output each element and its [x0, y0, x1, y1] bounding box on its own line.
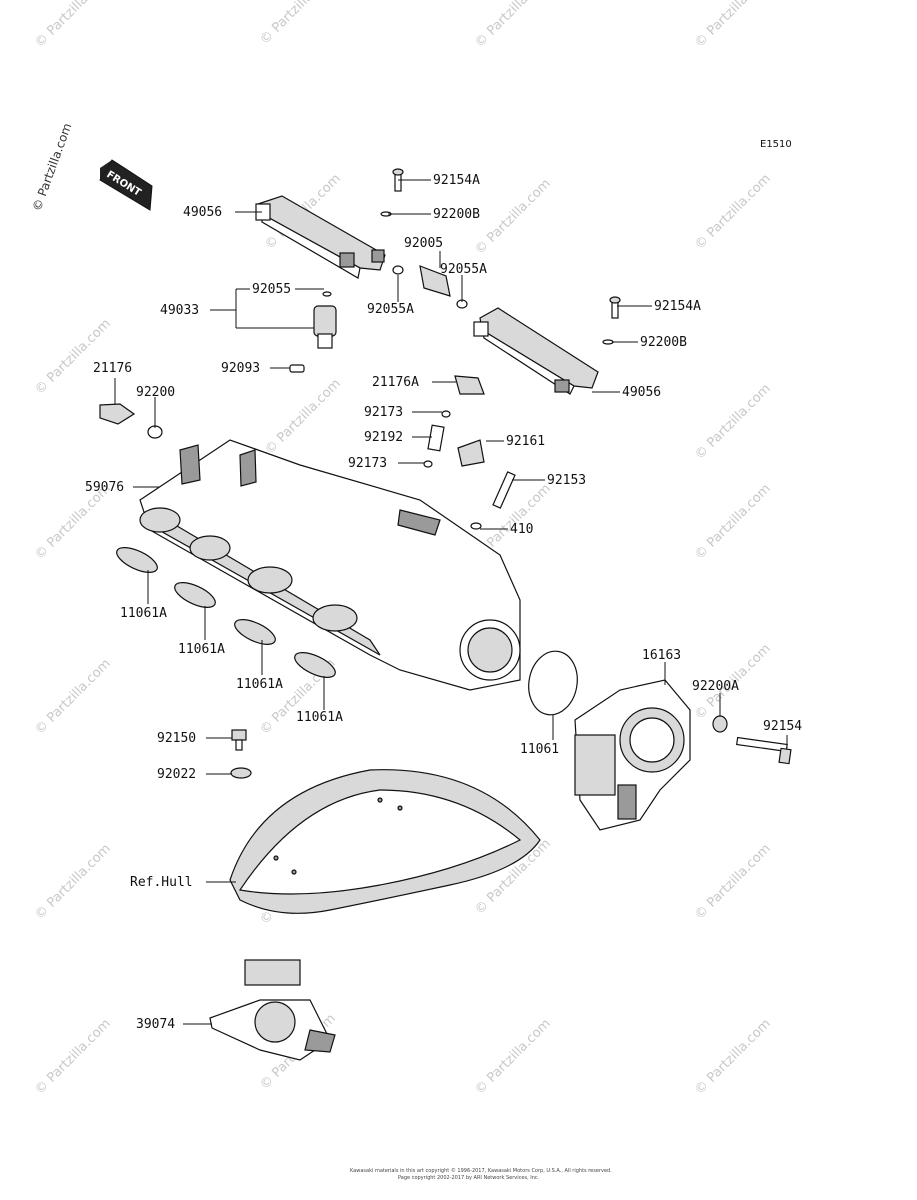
part-label[interactable]: 21176 — [93, 361, 132, 376]
watermark: © Partzilla.com — [692, 381, 774, 463]
watermark: © Partzilla.com — [32, 841, 114, 923]
hull-section — [229, 769, 541, 914]
part-label[interactable]: 39074 — [136, 1017, 175, 1032]
part-label[interactable]: 92200 — [136, 385, 175, 400]
watermark: © Partzilla.com — [32, 0, 114, 51]
part-label[interactable]: 92153 — [547, 473, 586, 488]
part-label[interactable]: 11061 — [520, 742, 559, 757]
part-label[interactable]: 410 — [510, 522, 533, 537]
part-label[interactable]: 92154A — [433, 173, 480, 188]
callout-labels: 92154A 49056 92200B 92005 92055A 92055A … — [85, 173, 802, 1032]
watermark: © Partzilla.com — [32, 656, 114, 738]
sensor-21176 — [99, 403, 163, 439]
part-label[interactable]: 11061A — [296, 710, 343, 725]
watermark: © Partzilla.com — [257, 0, 339, 48]
part-label[interactable]: 92173 — [364, 405, 403, 420]
gaskets-11061A — [116, 547, 336, 678]
part-label[interactable]: 92154A — [654, 299, 701, 314]
bolt-92154 — [736, 736, 792, 765]
watermark: © Partzilla.com — [692, 841, 774, 923]
part-label[interactable]: 92055 — [252, 282, 291, 297]
part-label[interactable]: 92173 — [348, 456, 387, 471]
part-label[interactable]: Ref.Hull — [130, 875, 193, 890]
part-label[interactable]: 21176A — [372, 375, 419, 390]
part-label[interactable]: 11061A — [236, 677, 283, 692]
part-label[interactable]: 92192 — [364, 430, 403, 445]
intake-manifold-59076 — [139, 439, 521, 691]
watermark: © Partzilla.com — [32, 1016, 114, 1098]
part-label[interactable]: 49033 — [160, 303, 199, 318]
part-label[interactable]: 92161 — [506, 434, 545, 449]
watermark: © Partzilla.com — [262, 376, 344, 458]
sensor-21176A — [423, 375, 485, 468]
part-label[interactable]: 59076 — [85, 480, 124, 495]
watermark: © Partzilla.com — [472, 176, 554, 258]
diagram-code: E1510 — [760, 139, 792, 150]
bolt-92154A-right — [602, 296, 621, 345]
washer-92200A — [712, 715, 728, 733]
part-label[interactable]: 92005 — [404, 236, 443, 251]
part-label[interactable]: 92150 — [157, 731, 196, 746]
watermark: © Partzilla.com — [692, 1016, 774, 1098]
bolt-92153 — [470, 471, 516, 530]
part-label[interactable]: 92200A — [692, 679, 739, 694]
part-label[interactable]: 92154 — [763, 719, 802, 734]
part-label[interactable]: 16163 — [642, 648, 681, 663]
actuator-39074 — [209, 959, 336, 1061]
side-watermark: © Partzilla.com — [30, 121, 75, 213]
watermark: © Partzilla.com — [32, 316, 114, 398]
part-label[interactable]: 92093 — [221, 361, 260, 376]
fuel-rail-left — [255, 195, 386, 279]
leader-lines — [114, 179, 788, 1025]
injector-49033 — [289, 291, 337, 373]
part-label[interactable]: 92055A — [367, 302, 414, 317]
watermark: © Partzilla.com — [692, 481, 774, 563]
part-label[interactable]: 49056 — [183, 205, 222, 220]
clip-92022 — [230, 767, 252, 779]
part-label[interactable]: 92200B — [433, 207, 480, 222]
footer-copyright-2: Page copyright 2002-2017 by ARI Network … — [398, 1175, 540, 1181]
part-label[interactable]: 92200B — [640, 335, 687, 350]
footer-copyright: Kawasaki materials in this art copyright… — [350, 1167, 612, 1174]
part-label[interactable]: 49056 — [622, 385, 661, 400]
front-arrow-icon: FRONT — [99, 159, 153, 211]
joint-92005 — [392, 265, 468, 309]
part-label[interactable]: 92022 — [157, 767, 196, 782]
part-label[interactable]: 11061A — [178, 642, 225, 657]
fuel-rail-right — [473, 307, 599, 395]
watermark: © Partzilla.com — [692, 171, 774, 253]
watermark: © Partzilla.com — [692, 0, 774, 51]
gasket-11061 — [528, 650, 578, 716]
watermark: © Partzilla.com — [472, 0, 554, 51]
part-label[interactable]: 11061A — [120, 606, 167, 621]
watermark: © Partzilla.com — [472, 1016, 554, 1098]
bolt-92150 — [231, 729, 247, 751]
part-label[interactable]: 92055A — [440, 262, 487, 277]
throttle-body-16163 — [574, 679, 691, 831]
bolt-92154A-top — [380, 168, 404, 217]
